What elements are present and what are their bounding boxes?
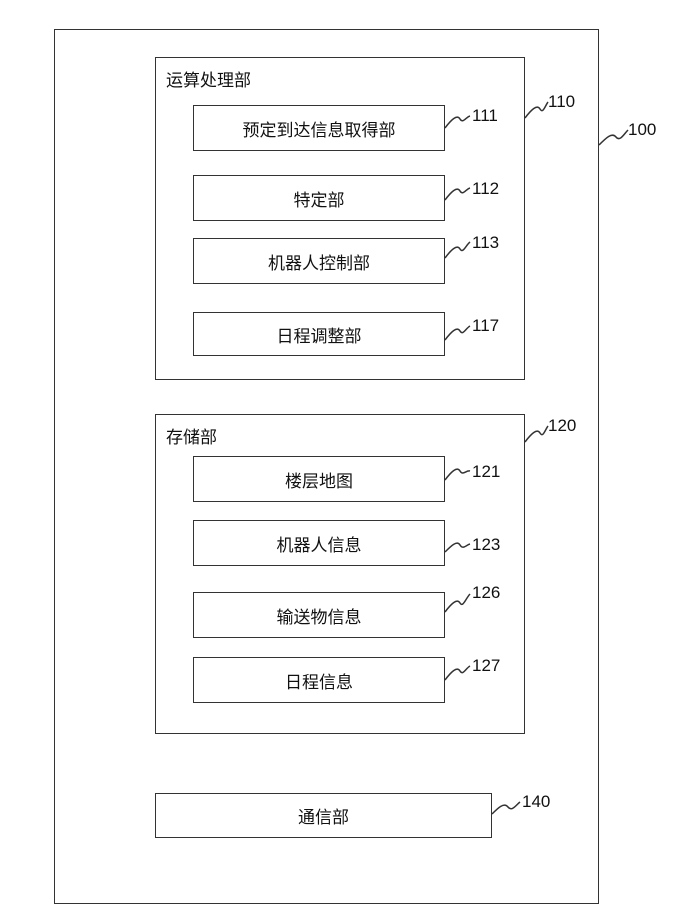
storage-box-transport-item-info: 输送物信息 [193, 592, 445, 638]
ref-label-112: 112 [472, 179, 499, 199]
module-box-identification: 特定部 [193, 175, 445, 221]
processing-unit-title: 运算处理部 [166, 66, 251, 91]
module-box-schedule-adjustment: 日程调整部 [193, 312, 445, 356]
leader-100 [599, 130, 628, 145]
storage-unit-title: 存储部 [166, 423, 217, 448]
ref-label-100: 100 [628, 120, 656, 140]
ref-label-126: 126 [472, 583, 500, 603]
communication-unit-box: 通信部 [155, 793, 492, 838]
ref-label-127: 127 [472, 656, 500, 676]
ref-label-120: 120 [548, 416, 576, 436]
ref-label-123: 123 [472, 535, 500, 555]
storage-box-robot-info: 机器人信息 [193, 520, 445, 566]
ref-label-113: 113 [472, 233, 499, 253]
module-box-expected-arrival: 预定到达信息取得部 [193, 105, 445, 151]
ref-label-117: 117 [472, 316, 499, 336]
ref-label-111: 111 [472, 106, 498, 126]
storage-box-floor-map: 楼层地图 [193, 456, 445, 502]
module-box-robot-control: 机器人控制部 [193, 238, 445, 284]
storage-box-schedule-info: 日程信息 [193, 657, 445, 703]
ref-label-121: 121 [472, 462, 500, 482]
ref-label-110: 110 [548, 92, 575, 112]
ref-label-140: 140 [522, 792, 550, 812]
